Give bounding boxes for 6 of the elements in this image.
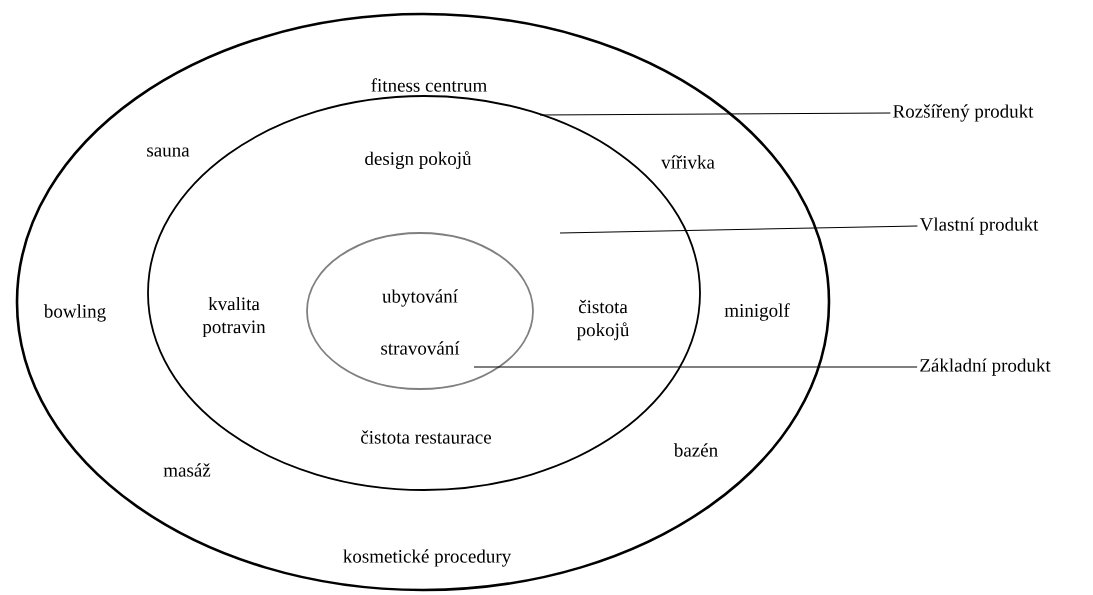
label: Základní produkt xyxy=(920,358,1051,376)
leader-line xyxy=(559,225,918,234)
label: Vlastní produkt xyxy=(919,217,1039,235)
label: Rozšířený produkt xyxy=(893,104,1034,122)
leader-line xyxy=(473,366,918,368)
leader-line xyxy=(539,112,891,116)
